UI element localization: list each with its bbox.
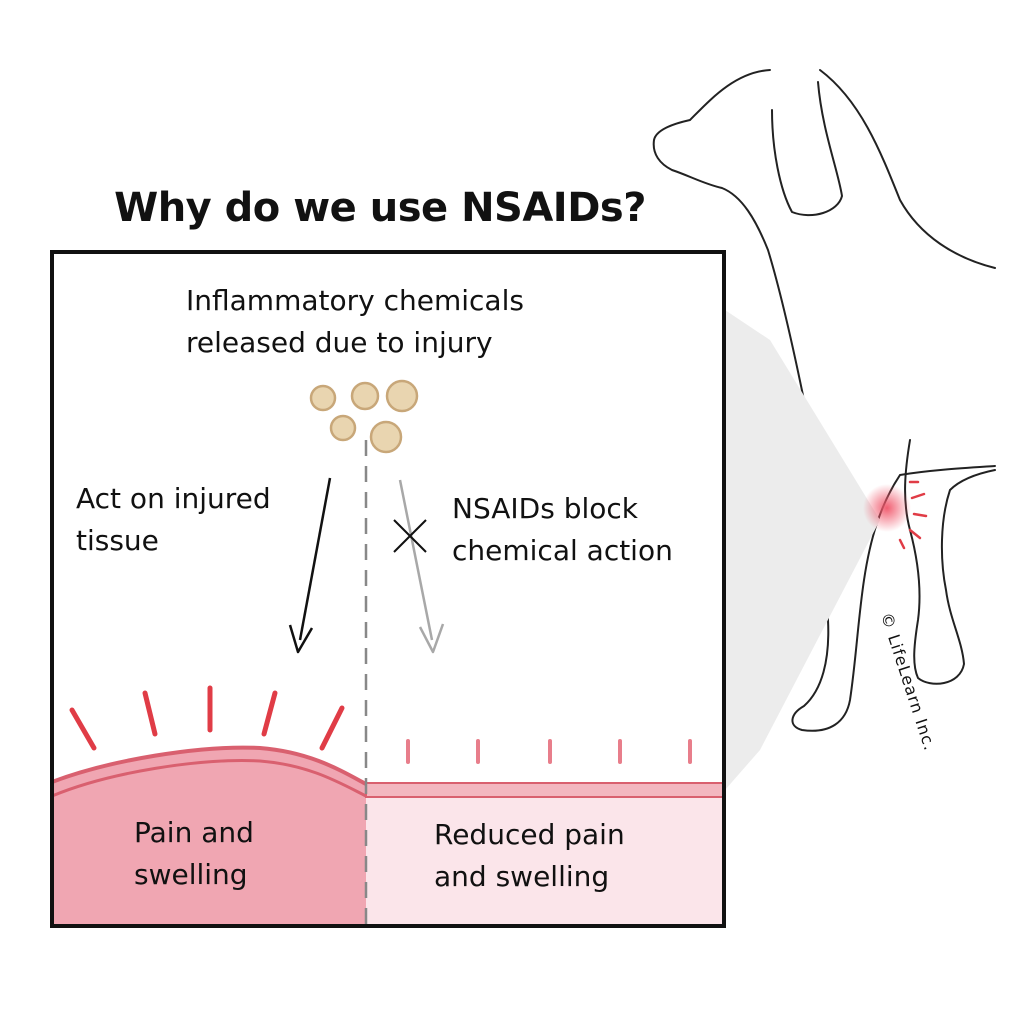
diagram-panel [50,250,726,928]
reduced-edge [365,782,725,798]
dog-outline [652,69,996,732]
inflamed-edge [51,745,367,786]
pain-rays [69,685,345,751]
inflamed-edge-inner [51,759,367,798]
act-on-tissue-label: Act on injured tissue [76,482,271,557]
act-arrow [288,477,332,654]
blocked-arrow [398,479,445,654]
reduced-rays [406,739,692,764]
zoom-shadow [725,310,880,790]
inflammatory-chemicals [309,379,419,454]
inflamed-tissue [52,747,366,926]
reduced-tissue [366,796,724,926]
dog-back-line [819,69,996,269]
diagram-title: Why do we use NSAIDs? [114,185,646,231]
dog-illustration [652,69,996,732]
dog-ear [771,81,843,217]
block-cross-icon [393,519,427,553]
pain-swelling-label: Pain and swelling [134,816,254,891]
nsaids-block-label: NSAIDs block chemical action [452,492,673,567]
reduced-pain-label: Reduced pain and swelling [434,818,625,893]
inflammatory-chemicals-label: Inflammatory chemicals released due to i… [186,284,524,359]
injury-rays [898,480,928,550]
dog-hind-leg [904,439,996,685]
injury-glow [863,484,911,532]
